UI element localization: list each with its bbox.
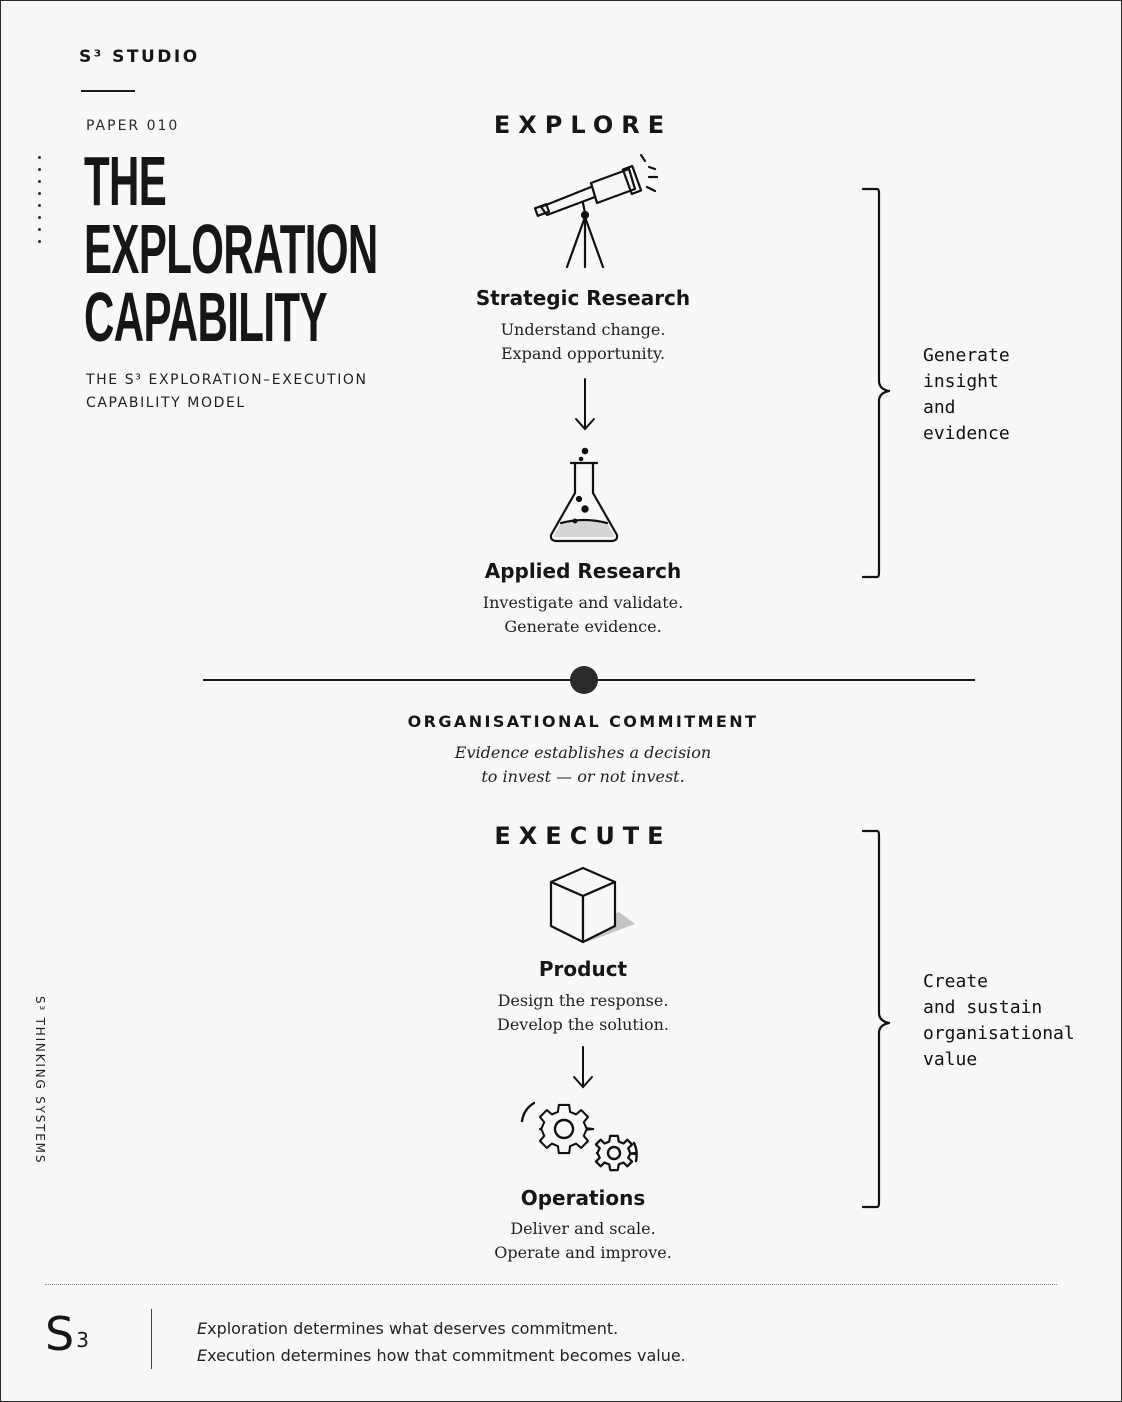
arrow-down-icon: [573, 377, 597, 437]
annotation-line: evidence: [923, 423, 1010, 444]
annotation-line: and: [923, 397, 956, 418]
cube-icon: [547, 866, 639, 950]
title-line: EXPLORATION: [84, 210, 378, 288]
node-line: Operate and improve.: [494, 1243, 672, 1262]
footer-line-rest: xecution determines how that commitment …: [207, 1346, 686, 1365]
arrow-down-icon: [571, 1045, 595, 1095]
annotation-line: Create: [923, 971, 989, 992]
node-line: Deliver and scale.: [510, 1219, 656, 1238]
telescope-icon: [531, 149, 671, 275]
node-title-strategic-research: Strategic Research: [475, 286, 691, 310]
subtitle-line: THE S³ EXPLORATION–EXECUTION: [86, 372, 368, 388]
subtitle-line: CAPABILITY MODEL: [86, 395, 246, 411]
gears-icon: [516, 1095, 644, 1185]
execute-heading: EXECUTE: [494, 822, 672, 850]
node-line: Design the response.: [497, 991, 669, 1010]
footer-line: Exploration determines what deserves com…: [197, 1315, 686, 1342]
execute-annotation: Create and sustain organisational value: [923, 969, 1075, 1073]
logo-superscript: 3: [76, 1328, 89, 1352]
node-description: Understand change. Expand opportunity.: [383, 318, 783, 366]
node-title-operations: Operations: [520, 1186, 646, 1210]
side-label: S³ THINKING SYSTEMS: [33, 996, 47, 1165]
decorative-dots: [38, 156, 44, 252]
footer-line: Execution determines how that commitment…: [197, 1342, 686, 1369]
commitment-heading: ORGANISATIONAL COMMITMENT: [407, 712, 759, 731]
node-line: Generate evidence.: [504, 617, 662, 636]
brand-rule: [81, 90, 135, 92]
node-line: Investigate and validate.: [482, 593, 684, 612]
right-bracket-icon: [859, 827, 899, 1215]
commitment-text: Evidence establishes a decision to inves…: [383, 741, 783, 789]
commitment-line: to invest — or not invest.: [481, 767, 685, 786]
node-description: Deliver and scale. Operate and improve.: [383, 1217, 783, 1265]
explore-annotation: Generate insight and evidence: [923, 343, 1010, 447]
logo-letter: S: [45, 1307, 75, 1361]
flask-icon: [545, 443, 623, 549]
brand-name: S³ STUDIO: [79, 47, 200, 67]
footer-rule: [45, 1284, 1057, 1285]
node-line: Expand opportunity.: [500, 344, 666, 363]
annotation-line: Generate: [923, 345, 1010, 366]
footer-line-lead: E: [197, 1319, 208, 1338]
commitment-line: Evidence establishes a decision: [454, 743, 712, 762]
node-line: Develop the solution.: [496, 1015, 669, 1034]
explore-heading: EXPLORE: [493, 111, 673, 139]
annotation-line: insight: [923, 371, 999, 392]
node-title-product: Product: [538, 957, 628, 981]
annotation-line: and sustain: [923, 997, 1043, 1018]
commitment-point-icon: [570, 666, 598, 694]
node-title-applied-research: Applied Research: [484, 559, 682, 583]
right-bracket-icon: [859, 185, 899, 585]
annotation-line: organisational: [923, 1023, 1075, 1044]
subtitle: THE S³ EXPLORATION–EXECUTION CAPABILITY …: [86, 369, 368, 415]
node-description: Investigate and validate. Generate evide…: [383, 591, 783, 639]
node-line: Understand change.: [500, 320, 666, 339]
page-title: THE EXPLORATION CAPABILITY: [84, 142, 378, 356]
title-line: CAPABILITY: [84, 278, 327, 356]
footer-line-rest: xploration determines what deserves comm…: [207, 1319, 619, 1338]
annotation-line: value: [923, 1049, 978, 1070]
title-line: THE: [84, 142, 167, 220]
footer-separator: [151, 1309, 152, 1369]
footer-line-lead: E: [197, 1346, 208, 1365]
node-description: Design the response. Develop the solutio…: [383, 989, 783, 1037]
paper-number: PAPER 010: [86, 118, 180, 134]
footer-statement: Exploration determines what deserves com…: [197, 1315, 686, 1369]
